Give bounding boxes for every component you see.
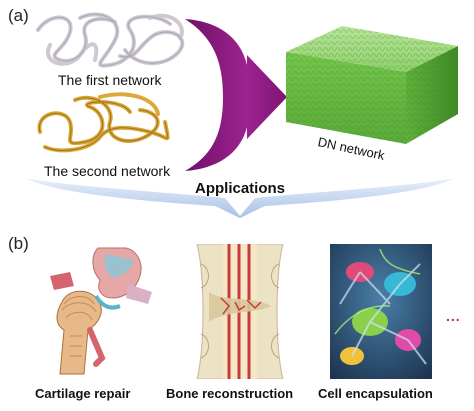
bone-cross-section-illustration — [195, 244, 285, 379]
dn-network-cube — [282, 22, 462, 147]
second-network-illustration — [30, 92, 180, 154]
cell-micrograph-illustration — [330, 244, 432, 379]
panel-a-label: (a) — [8, 6, 29, 25]
first-network-illustration — [30, 10, 190, 72]
caption-bone-reconstruction: Bone reconstruction — [166, 386, 294, 401]
more-ellipsis: ... — [446, 308, 461, 324]
first-network-label: The first network — [58, 72, 162, 88]
applications-title: Applications — [195, 180, 286, 197]
panel-b-label: (b) — [8, 234, 29, 253]
caption-cell-encapsulation: Cell encapsulation — [318, 386, 433, 401]
caption-cartilage-repair: Cartilage repair — [35, 386, 131, 401]
second-network-label: The second network — [44, 163, 171, 179]
knee-joint-illustration — [40, 246, 160, 376]
merge-arrow-icon — [185, 15, 290, 175]
